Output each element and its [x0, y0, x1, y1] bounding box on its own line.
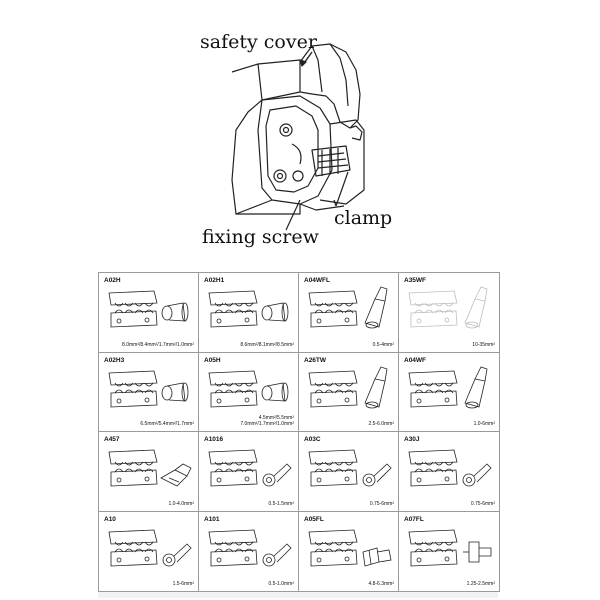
die-code-label: A04WF — [404, 356, 427, 364]
die-code-label: A07FL — [404, 515, 424, 523]
die-spec-label: 8.6mm²/8.1mm²/8.5mm² — [240, 341, 294, 348]
die-illustration — [308, 449, 392, 487]
die-illustration — [208, 290, 289, 328]
die-spec-label: 6.5mm²/5.4mm²/1.7mm² — [140, 421, 194, 427]
die-code-label: A05H — [204, 356, 221, 364]
crimper-head-illustration — [231, 43, 365, 231]
die-code-label: A1016 — [204, 436, 224, 443]
die-illustration — [208, 529, 292, 566]
die-code-label: A04WFL — [304, 277, 330, 284]
die-illustration — [408, 366, 488, 408]
die-cell-a35wf: A35WF 10-35mm² — [399, 273, 499, 353]
die-spec-label: 1.25-2.5mm² — [466, 581, 495, 587]
die-cell-a457: A457 1.0-4.0mm² — [99, 432, 199, 512]
die-code-label: A02H3 — [104, 356, 125, 364]
die-cell-a02h1: A02H1 8.6mm²/8.1mm²/8.5mm² — [199, 273, 299, 353]
die-cell-a03c: A03C 0.75-6mm² — [299, 432, 399, 512]
die-spec-label: 4.5mm²/5.5mm² 7.0mm²/1.7mm²/1.0mm² — [240, 415, 294, 427]
die-illustration — [308, 286, 388, 329]
die-cell-a10: A10 1.5-6mm² — [99, 511, 199, 591]
die-spec-label: 1.5-6mm² — [172, 581, 194, 587]
die-cell-a1016: A1016 0.5-1.5mm² — [199, 432, 299, 512]
die-illustration — [308, 366, 388, 408]
die-illustration — [208, 370, 289, 407]
die-code-label: A10 — [104, 515, 116, 523]
die-spec-label: 1.0-6mm² — [473, 421, 495, 427]
die-spec-label: 10-35mm² — [472, 341, 495, 348]
die-set-catalog: A02H 8.0mm²/8.4mm²/1.7mm²/1.0mm² A02H1 8.6m… — [98, 272, 500, 592]
die-illustration — [108, 529, 192, 566]
die-cell-a30j: A30J 0.75-6mm² — [399, 432, 499, 512]
die-cell-a07fl: A07FL 1.25-2.5mm² — [399, 512, 499, 592]
die-cell-a26tw: A26TW 2.5-6.0mm² — [299, 352, 399, 432]
die-spec-label: 0.75-6mm² — [369, 500, 394, 507]
die-spec-label: 0.5-4mm² — [372, 341, 394, 348]
die-code-label: A26TW — [304, 356, 327, 364]
crimper-head-diagram: safety cover clamp fixing screw — [0, 0, 600, 258]
die-cell-a05h: A05H 4.5mm²/5.5mm² 7.0mm²/1.7mm²/1.0mm² — [199, 352, 299, 432]
die-spec-label: 2.5-6.0mm² — [368, 421, 394, 427]
die-illustration — [208, 449, 292, 487]
die-illustration — [408, 449, 492, 487]
die-illustration — [408, 529, 492, 566]
die-code-label: A101 — [204, 515, 220, 523]
die-spec-label: 8.0mm²/8.4mm²/1.7mm²/1.0mm² — [122, 341, 194, 348]
die-spec-label: 0.5-1.5mm² — [268, 500, 294, 507]
die-code-label: A35WF — [404, 277, 427, 284]
die-code-label: A457 — [104, 436, 120, 443]
clamp-label: clamp — [334, 207, 393, 229]
die-illustration — [108, 290, 189, 328]
die-code-label: A05FL — [304, 515, 324, 523]
die-cell-a04wfl: A04WFL 0.5-4mm² — [299, 273, 399, 353]
fixing-screw-label: fixing screw — [202, 226, 319, 248]
die-cell-a02h3: A02H3 6.5mm²/5.4mm²/1.7mm² — [99, 352, 199, 432]
die-cell-a101: A101 0.5-1.0mm² — [199, 511, 299, 591]
die-illustration — [108, 370, 189, 407]
safety-cover-label: safety cover — [200, 31, 317, 53]
die-code-label: A30J — [404, 436, 420, 443]
die-spec-label: 1.0-4.0mm² — [168, 500, 194, 507]
die-code-label: A02H — [104, 277, 121, 284]
die-code-label: A03C — [304, 436, 321, 443]
footer-band — [98, 592, 498, 598]
die-code-label: A02H1 — [204, 277, 225, 284]
die-cell-a02h: A02H 8.0mm²/8.4mm²/1.7mm²/1.0mm² — [99, 273, 199, 353]
die-spec-label: 0.75-6mm² — [470, 500, 495, 507]
die-illustration — [108, 449, 192, 487]
die-illustration — [408, 286, 488, 329]
die-illustration — [308, 529, 392, 567]
die-cell-a04wf: A04WF 1.0-6mm² — [399, 353, 499, 432]
die-cell-a05fl: A05FL 4.8-6.3mm² — [299, 511, 399, 591]
die-spec-label: 0.5-1.0mm² — [268, 581, 294, 587]
die-spec-label: 4.8-6.3mm² — [368, 581, 394, 587]
